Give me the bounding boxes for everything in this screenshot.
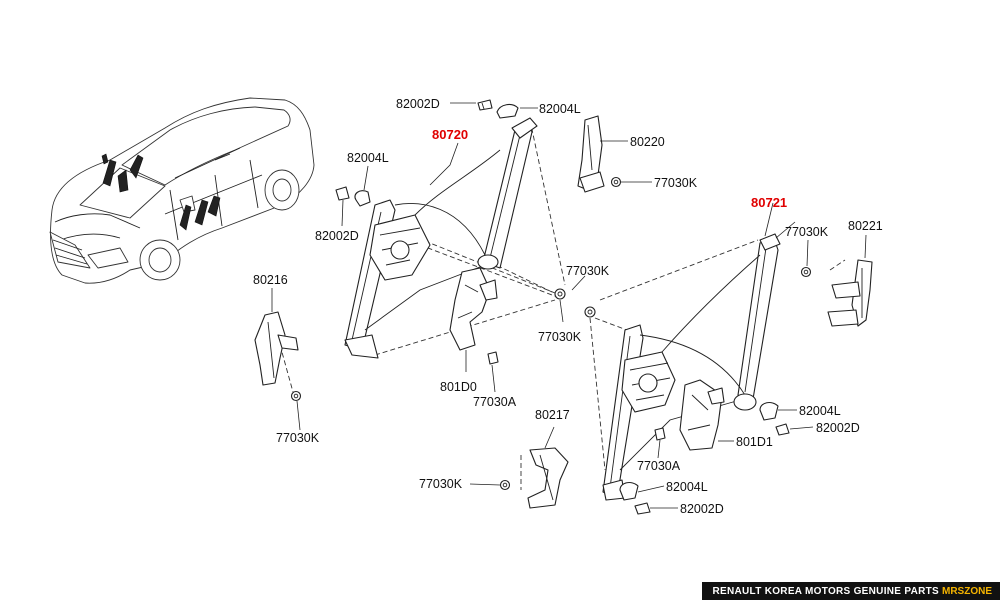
- clip-82002D-top: [477, 99, 493, 111]
- label-80720[interactable]: 80720: [432, 127, 468, 142]
- label-77030K-mid2[interactable]: 77030K: [538, 330, 582, 344]
- label-77030K-80216[interactable]: 77030K: [276, 431, 320, 445]
- label-82002D-r2[interactable]: 82002D: [680, 502, 724, 516]
- brand-text: RENAULT KOREA MOTORS GENUINE PARTS: [712, 585, 939, 597]
- regulator-80720: [344, 117, 538, 359]
- label-82004L-r1[interactable]: 82004L: [799, 404, 841, 418]
- bracket-80220: [577, 115, 605, 193]
- screw-77030A-right: [654, 427, 666, 441]
- regulator-80721: [602, 233, 781, 501]
- label-80721[interactable]: 80721: [751, 195, 787, 210]
- clip-82002D-r1: [775, 423, 790, 436]
- label-80220[interactable]: 80220: [630, 135, 665, 149]
- clip-82004L-top: [496, 103, 519, 119]
- brand-accent-text: MRSZONE: [942, 585, 992, 597]
- dashed-guides: [279, 119, 846, 490]
- label-82002D-left[interactable]: 82002D: [315, 229, 359, 243]
- part-labels: 82002D 82004L 80720 82004L 82002D 80220 …: [253, 97, 883, 516]
- label-82002D-top[interactable]: 82002D: [396, 97, 440, 111]
- nut-77030K-80216: [290, 390, 302, 402]
- label-77030A-left[interactable]: 77030A: [473, 395, 517, 409]
- clip-82004L-r2: [619, 481, 639, 501]
- label-82002D-r1[interactable]: 82002D: [816, 421, 860, 435]
- clip-82004L-left: [354, 190, 371, 207]
- bracket-80221: [827, 259, 873, 327]
- clip-82002D-r2: [634, 502, 651, 515]
- leader-lines: [271, 102, 867, 509]
- label-82004L-left[interactable]: 82004L: [347, 151, 389, 165]
- label-82004L-top[interactable]: 82004L: [539, 102, 581, 116]
- label-77030K-mid1[interactable]: 77030K: [566, 264, 610, 278]
- label-77030K-right[interactable]: 77030K: [785, 225, 829, 239]
- nut-77030K-right: [800, 266, 812, 278]
- bracket-801D0: [449, 267, 498, 351]
- nut-77030K-80217: [499, 479, 511, 491]
- label-77030K-80217[interactable]: 77030K: [419, 477, 463, 491]
- nut-77030K-a: [610, 176, 622, 188]
- bracket-801D1: [679, 379, 725, 451]
- label-801D1[interactable]: 801D1: [736, 435, 773, 449]
- nut-77030K-center1: [554, 288, 566, 300]
- label-77030A-right[interactable]: 77030A: [637, 459, 681, 473]
- bracket-80217: [527, 447, 569, 509]
- bracket-80216: [254, 311, 299, 386]
- label-77030K-80220[interactable]: 77030K: [654, 176, 698, 190]
- brand-footer: RENAULT KOREA MOTORS GENUINE PARTS MRSZO…: [702, 582, 1000, 600]
- car-illustration: [49, 97, 315, 284]
- clip-82004L-r1: [759, 401, 779, 421]
- label-80217[interactable]: 80217: [535, 408, 570, 422]
- screw-77030A-left: [487, 351, 499, 365]
- label-80221[interactable]: 80221: [848, 219, 883, 233]
- label-82004L-r2[interactable]: 82004L: [666, 480, 708, 494]
- nut-77030K-center2: [584, 306, 596, 318]
- clip-82002D-left: [335, 186, 350, 201]
- label-80216[interactable]: 80216: [253, 273, 288, 287]
- label-801D0[interactable]: 801D0: [440, 380, 477, 394]
